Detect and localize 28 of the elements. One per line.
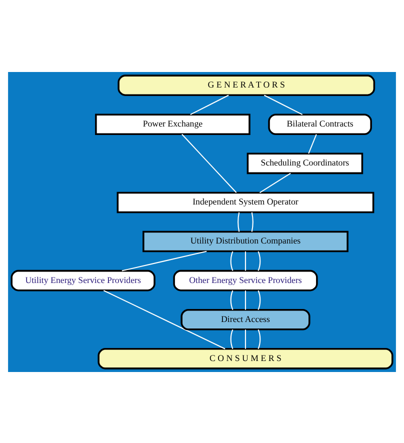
connector (103, 290, 226, 349)
connector (244, 290, 246, 310)
node-box: Power Exchange (95, 113, 250, 135)
connector (251, 212, 254, 232)
node-box: Utility Energy Service Providers (10, 269, 156, 291)
node-box: Utility Distribution Companies (142, 230, 348, 252)
connector (238, 212, 240, 232)
connector (244, 250, 246, 270)
node-box: C O N S U M E R S (98, 348, 394, 369)
connector (182, 133, 237, 193)
connector (308, 134, 317, 154)
node-box: Independent System Operator (116, 191, 374, 213)
connector (264, 94, 303, 115)
connector (244, 329, 246, 348)
connector (122, 250, 207, 271)
connector (259, 172, 291, 193)
connector (230, 250, 234, 270)
connector (190, 94, 229, 115)
connector (230, 328, 234, 349)
node-box: Other Energy Service Providers (173, 269, 318, 291)
connector (230, 290, 234, 310)
node-box: Bilateral Contracts (268, 113, 372, 135)
node-box: G E N E R A T O R S (118, 74, 376, 96)
connector (258, 290, 261, 310)
connector (258, 328, 261, 349)
node-box: Direct Access (180, 308, 310, 330)
node-box: Scheduling Coordinators (246, 152, 364, 174)
connector (258, 250, 261, 270)
